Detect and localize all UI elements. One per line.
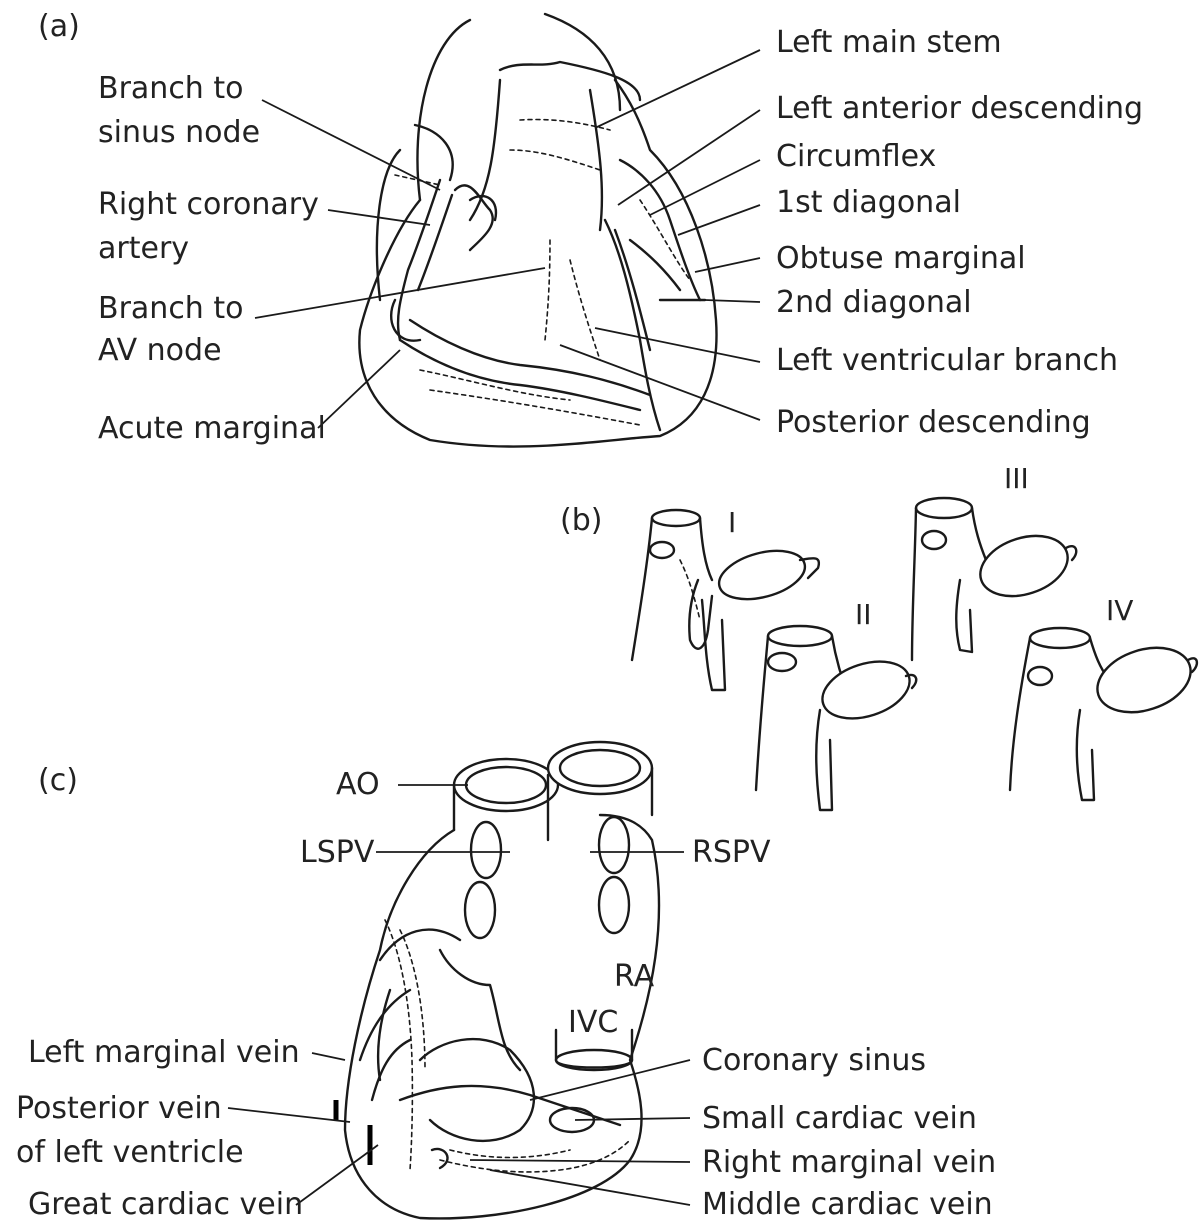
label-type-ii: II [855,594,872,636]
label-coronary-sinus: Coronary sinus [702,1040,926,1082]
leader-right-marginal-vein [470,1160,690,1162]
panel-b-type-ii [756,626,917,810]
leader-great-cardiac-vein [296,1145,378,1205]
leader-left-marginal-vein [312,1053,345,1060]
label-left-main-stem: Left main stem [776,22,1002,64]
label-lspv: LSPV [300,832,374,874]
label-posterior-vein-line1: Posterior vein [16,1088,222,1130]
label-ivc: IVC [568,1002,618,1044]
label-branch-av-line2: AV node [98,330,222,372]
label-second-diagonal: 2nd diagonal [776,282,972,324]
label-type-iii: III [1004,458,1029,500]
label-branch-sinus-line2: sinus node [98,112,260,154]
leader-left-main-stem [595,50,760,128]
label-posterior-descending: Posterior descending [776,402,1091,444]
label-acute-marginal: Acute marginal [98,408,326,450]
label-branch-av-line1: Branch to [98,288,243,330]
leader-acute-marginal [318,350,400,428]
label-first-diagonal: 1st diagonal [776,182,961,224]
leader-posterior-vein [228,1108,350,1122]
label-small-cardiac-vein: Small cardiac vein [702,1098,977,1140]
label-rca-line1: Right coronary [98,184,319,226]
panel-label-b: (b) [560,500,602,542]
label-lv-branch: Left ventricular branch [776,340,1118,382]
label-obtuse-marginal: Obtuse marginal [776,238,1026,280]
label-rca-line2: artery [98,228,189,270]
label-circumflex: Circumflex [776,136,936,178]
panel-c-heart-drawing [336,742,659,1218]
label-posterior-vein-line2: of left ventricle [16,1132,244,1174]
label-great-cardiac-vein: Great cardiac vein [28,1184,303,1226]
leader-lv-branch [595,328,760,362]
panel-label-a: (a) [38,6,80,48]
panel-a-leaders [255,50,760,428]
panel-label-c: (c) [38,760,78,802]
leader-branch-sinus [262,100,440,190]
label-left-marginal-vein: Left marginal vein [28,1032,300,1074]
label-ao: AO [336,764,380,806]
panel-a-heart-drawing [359,14,716,447]
label-ra: RA [614,956,654,998]
leader-obtuse-marginal [695,258,760,272]
panel-b-type-iv [1010,628,1199,800]
leader-small-cardiac-vein [575,1118,690,1120]
label-middle-cardiac-vein: Middle cardiac vein [702,1184,993,1226]
label-right-marginal-vein: Right marginal vein [702,1142,996,1184]
label-rspv: RSPV [692,832,771,874]
label-lad: Left anterior descending [776,88,1143,130]
label-branch-sinus-line1: Branch to [98,68,243,110]
label-type-iv: IV [1106,590,1133,632]
leader-middle-cardiac-vein [490,1170,690,1205]
label-type-i: I [728,502,736,544]
